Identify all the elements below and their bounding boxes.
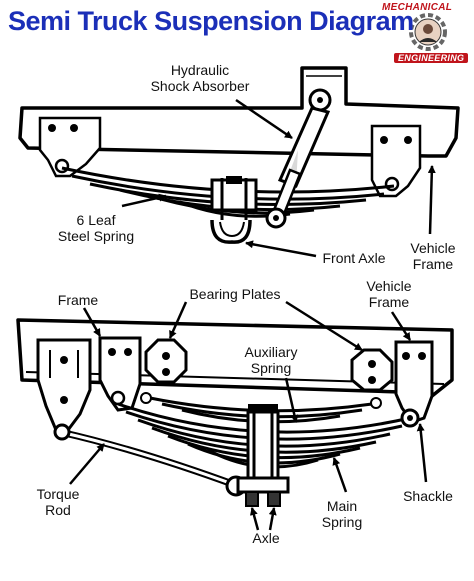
top-axle-u-bolts xyxy=(210,176,258,222)
vehicle-frame-pointer-arrow xyxy=(427,165,436,235)
bottom-bearing-plate-left xyxy=(144,338,188,384)
shackle-pointer-arrow xyxy=(416,423,428,483)
bottom-shackle xyxy=(400,408,420,428)
top-rear-hanger xyxy=(370,124,422,198)
page-title: Semi Truck Suspension Diagram xyxy=(8,6,414,36)
bottom-bearing-plate-right xyxy=(350,348,394,392)
torque-rod-pointer-arrow xyxy=(69,443,105,485)
main-spring-pointer-arrow xyxy=(332,457,348,493)
frame-label: Frame xyxy=(57,292,99,308)
front-axle-label: Front Axle xyxy=(322,250,386,266)
logo-emblem xyxy=(409,13,447,51)
logo-top-text: MECHANICAL xyxy=(382,2,453,13)
bottom-front-hanger-left xyxy=(36,338,92,432)
bearing-left-pointer-arrow xyxy=(168,301,188,339)
bearing-plates-label: Bearing Plates xyxy=(189,286,281,302)
frame-pointer-arrow xyxy=(82,307,102,337)
axle-label: Axle xyxy=(252,530,280,546)
bottom-axle-housing xyxy=(236,476,290,507)
shock-pointer-arrow xyxy=(235,98,293,140)
top-shock-absorber xyxy=(265,88,332,229)
bottom-front-hanger-right xyxy=(98,336,142,412)
axle-pointer-left-arrow xyxy=(249,507,260,531)
leaf-spring-pointer-arrow xyxy=(121,193,167,208)
shackle-label: Shackle xyxy=(403,488,453,504)
top-front-axle xyxy=(210,219,252,244)
logo-bottom-text: ENGINEERING xyxy=(394,53,469,63)
axle-pointer-right-arrow xyxy=(268,507,277,531)
front-axle-pointer-arrow xyxy=(245,240,317,258)
aux-spring-pointer-arrow xyxy=(284,377,299,423)
bearing-right-pointer-arrow xyxy=(285,300,363,352)
vehicle-frame-lower-pointer-arrow xyxy=(390,311,412,341)
top-front-hanger xyxy=(38,116,102,178)
